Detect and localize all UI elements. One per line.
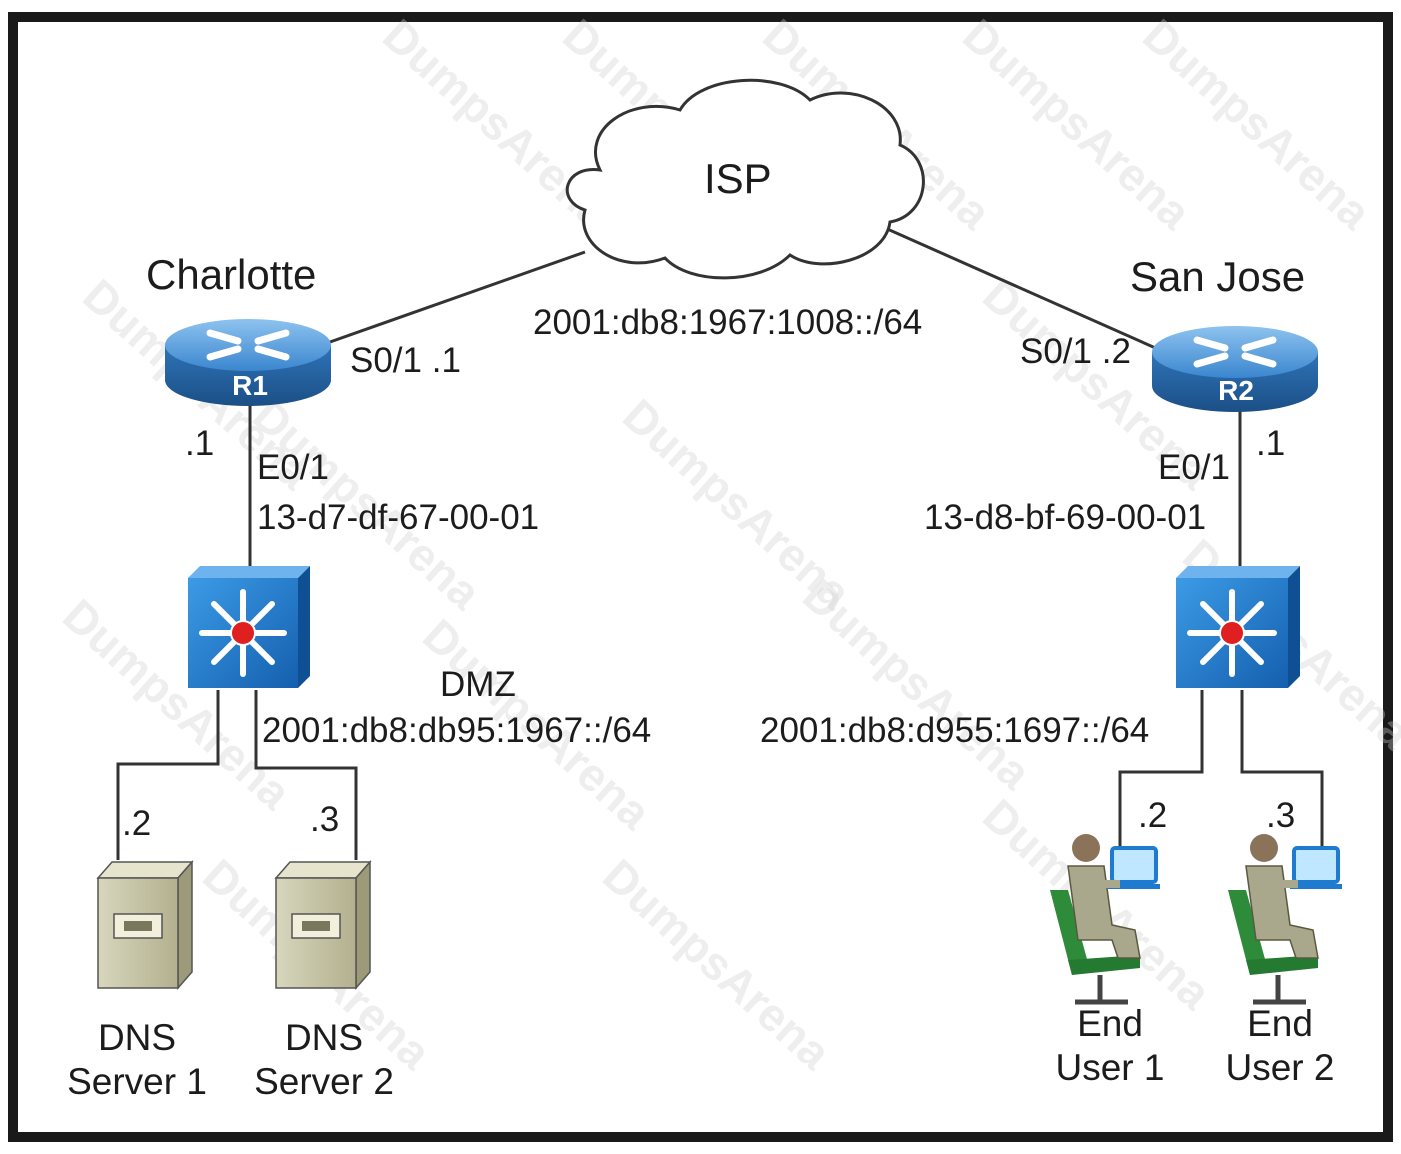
dns-server-2-label: DNS Server 2 — [238, 1016, 410, 1105]
router-r2-name: R2 — [1218, 375, 1254, 406]
r2-mac-address-label: 13-d8-bf-69-00-01 — [924, 498, 1207, 537]
isp-cloud-icon — [565, 78, 925, 280]
wan-subnet-label: 2001:db8:1967:1008::/64 — [533, 303, 923, 342]
link-switch1-dns2 — [254, 690, 358, 860]
end-user-1-label-line2: User 1 — [1055, 1047, 1165, 1089]
user1-address-label: .2 — [1138, 796, 1168, 835]
dns-server-2-label-line2: Server 2 — [254, 1061, 394, 1103]
r2-serial-interface-label: S0/1 .2 — [1020, 332, 1131, 371]
end-user-2-icon — [1228, 834, 1342, 1005]
left-lan-subnet-label: 2001:db8:db95:1967::/64 — [262, 711, 652, 750]
dns1-address-label: .2 — [122, 804, 152, 843]
dmz-zone-label: DMZ — [440, 665, 516, 704]
link-switch2-user1 — [1118, 690, 1204, 862]
right-lan-subnet-label: 2001:db8:d955:1697::/64 — [760, 711, 1150, 750]
router-r2-site-label: San Jose — [1130, 253, 1306, 300]
end-user-2-label-line2: User 2 — [1225, 1047, 1335, 1089]
r1-ethernet-interface-label: E0/1 — [257, 448, 329, 487]
router-r1-icon — [165, 319, 331, 406]
r1-lan-host-label: .1 — [185, 424, 215, 463]
link-switch1-dns1 — [116, 690, 220, 860]
dns-server-1-label-line2: Server 1 — [67, 1061, 207, 1103]
end-user-1-label-line1: End — [1077, 1003, 1143, 1044]
r1-mac-address-label: 13-d7-df-67-00-01 — [257, 498, 540, 537]
router-r1-site-label: Charlotte — [146, 251, 317, 298]
end-user-1-icon — [1050, 834, 1160, 1005]
router-r1-name: R1 — [232, 370, 268, 401]
dns-server-2-label-line1: DNS — [284, 1017, 364, 1058]
watermark-text: DumpsArena — [793, 569, 1041, 799]
dns-server-1-label: DNS Server 1 — [52, 1016, 222, 1105]
dns2-address-label: .3 — [310, 800, 340, 839]
link-r1-isp — [329, 250, 586, 344]
dns-server-1-icon — [96, 860, 194, 990]
r2-ethernet-interface-label: E0/1 — [1158, 448, 1230, 487]
multilayer-switch-right-icon — [1176, 566, 1300, 688]
end-user-1-label: End User 1 — [1040, 1002, 1180, 1091]
dns-server-2-icon — [274, 860, 372, 990]
link-switch2-user2 — [1240, 690, 1324, 862]
multilayer-switch-left-icon — [188, 566, 310, 688]
watermark-text: DumpsArena — [593, 849, 841, 1079]
end-user-2-label: End User 2 — [1210, 1002, 1350, 1091]
r1-serial-interface-label: S0/1 .1 — [350, 341, 461, 380]
link-isp-r2 — [875, 222, 1161, 352]
user2-address-label: .3 — [1266, 796, 1296, 835]
r2-lan-host-label: .1 — [1256, 424, 1286, 463]
dns-server-1-label-line1: DNS — [97, 1017, 177, 1058]
end-user-2-label-line1: End — [1247, 1003, 1313, 1044]
isp-label: ISP — [704, 155, 772, 202]
router-r2-icon — [1152, 326, 1318, 412]
links — [116, 222, 1324, 862]
